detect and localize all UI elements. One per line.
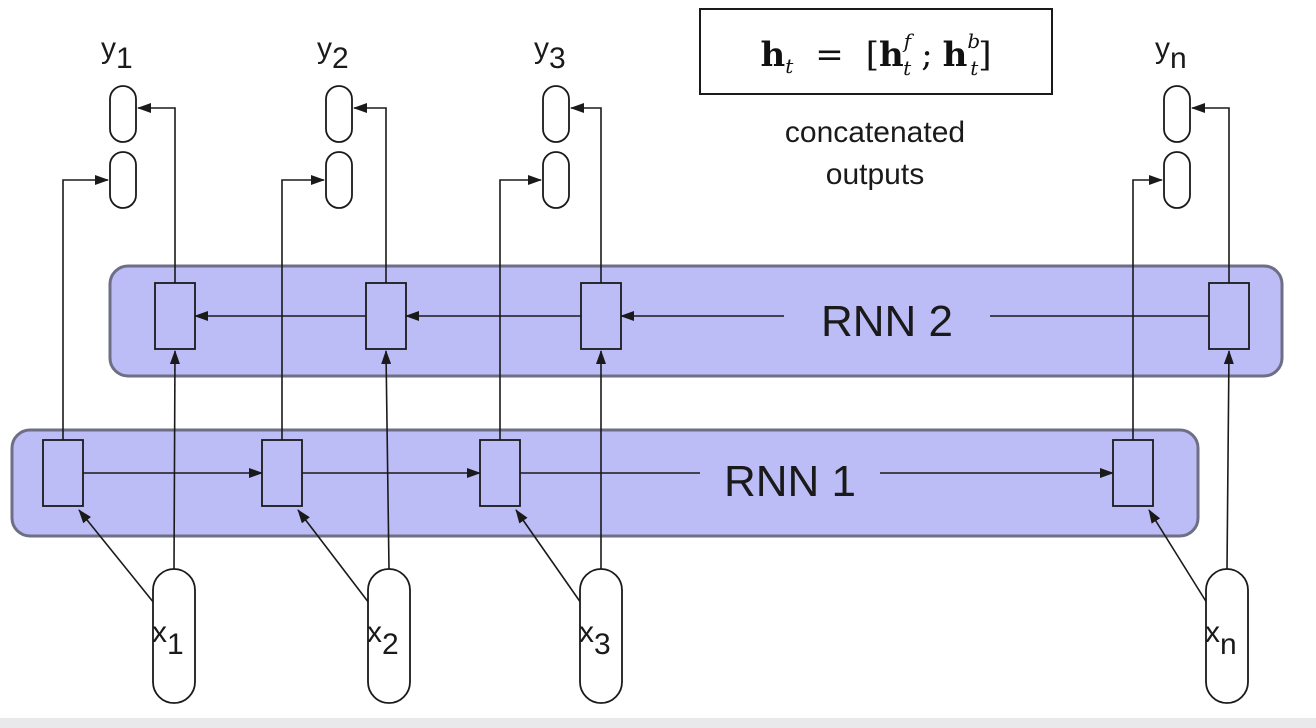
- output-label-sub: 1: [116, 42, 133, 75]
- output-forward-half: [1163, 151, 1191, 209]
- input-label-sub: 3: [594, 628, 611, 661]
- output-label-sub: n: [1170, 42, 1187, 75]
- output-backward-half: [1163, 85, 1191, 143]
- input-capsule: [367, 568, 411, 704]
- input-to-forward-arrow: [1148, 509, 1208, 604]
- formula-term1-sub: t: [903, 56, 912, 80]
- forward-to-output-arrow: [281, 175, 325, 440]
- output-label-sub: 2: [332, 42, 349, 75]
- output-label-base: y: [534, 32, 549, 65]
- output-backward-half: [325, 85, 353, 143]
- input-label-base: x: [1205, 616, 1220, 649]
- input-label-base: x: [579, 616, 594, 649]
- input-capsule: [152, 568, 196, 704]
- caption-line-1: concatenated: [784, 116, 966, 149]
- output-label-base: y: [1155, 32, 1170, 65]
- rnn2-label: RNN 2: [821, 297, 953, 346]
- formula-sep: ;: [921, 35, 932, 75]
- backward-to-output-arrow: [353, 103, 387, 283]
- output-label-base: y: [101, 32, 116, 65]
- output-forward-half: [109, 151, 137, 209]
- backward-to-output-arrow: [1191, 103, 1230, 283]
- rnn2-layer-band: [108, 264, 1284, 378]
- rnn1-cell: [479, 439, 521, 507]
- formula-term1: h: [879, 35, 904, 75]
- output-label: y1: [101, 32, 133, 75]
- footer-strip: [0, 718, 1316, 728]
- formula-close: ]: [978, 35, 991, 75]
- caption-line-2: outputs: [825, 158, 925, 191]
- input-to-backward-arrow: [381, 350, 392, 570]
- rnn1-cell: [42, 439, 84, 507]
- output-label: y2: [317, 32, 349, 75]
- input-label: x2: [367, 616, 399, 661]
- input-label-sub: 2: [382, 628, 399, 661]
- output-label-sub: 3: [549, 42, 566, 75]
- rnn1-cell: [1112, 439, 1154, 507]
- rnn2-cell: [365, 282, 407, 350]
- input-label-sub: 1: [167, 628, 184, 661]
- formula-term2-sup: b: [967, 29, 980, 53]
- output-label: yn: [1155, 32, 1187, 75]
- formula-frame: [699, 8, 1053, 95]
- output-label-base: y: [317, 32, 332, 65]
- forward-to-output-arrow: [62, 175, 109, 440]
- formula-term2: h: [943, 35, 968, 75]
- formula-caption: concatenated outputs: [700, 112, 1050, 196]
- output-backward-half: [109, 85, 137, 143]
- backward-to-output-arrow: [570, 103, 602, 283]
- rnn2-cell: [580, 282, 622, 350]
- input-to-forward-arrow: [515, 509, 582, 604]
- formula-term2-sub: t: [970, 56, 979, 80]
- rnn2-cell: [154, 282, 196, 350]
- input-to-backward-arrow: [1223, 350, 1234, 570]
- formula-eq: =: [815, 35, 844, 75]
- rnn1-layer-band: [10, 428, 1200, 538]
- rnn1-label: RNN 1: [724, 457, 856, 506]
- input-to-forward-arrow: [297, 509, 370, 604]
- nodes: [42, 85, 1250, 704]
- rnn2-cell: [1208, 282, 1250, 350]
- input-to-backward-arrow: [169, 350, 180, 570]
- forward-to-output-arrow: [1132, 175, 1163, 440]
- input-label: x1: [152, 616, 184, 661]
- backward-to-output-arrow: [137, 103, 176, 283]
- formula-open: [: [866, 35, 879, 75]
- output-forward-half: [325, 151, 353, 209]
- input-label-base: x: [152, 616, 167, 649]
- input-to-forward-arrow: [78, 509, 155, 604]
- forward-to-output-arrow: [499, 175, 542, 440]
- connection-lines: [62, 103, 1234, 604]
- input-capsule: [1205, 568, 1249, 704]
- input-label-sub: n: [1220, 628, 1237, 661]
- rnn1-cell: [261, 439, 303, 507]
- formula-lhs: h: [760, 35, 785, 75]
- input-label-base: x: [367, 616, 382, 649]
- output-backward-half: [542, 85, 570, 143]
- formula-lhs-sub: t: [785, 54, 794, 78]
- input-capsule: [579, 568, 623, 704]
- output-label: y3: [534, 32, 566, 75]
- input-label: xn: [1205, 616, 1237, 661]
- input-label: x3: [579, 616, 611, 661]
- output-forward-half: [542, 151, 570, 209]
